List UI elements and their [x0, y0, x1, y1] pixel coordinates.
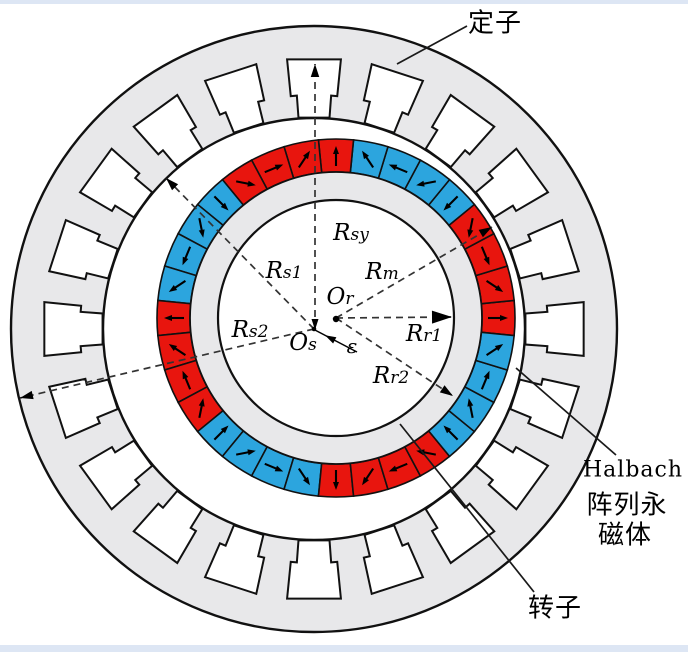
radius-label-rm: Rm: [365, 259, 399, 285]
magnetization-arrow-head: [500, 315, 508, 321]
magnetization-arrow-head: [303, 150, 310, 160]
magnetization-arrow-head: [388, 465, 398, 472]
magnetization-arrow-head: [303, 476, 310, 486]
stator-slot: [47, 377, 119, 440]
magnetization-arrow-head: [443, 202, 452, 211]
magnetization-arrow-head: [494, 285, 504, 292]
halbach-label-line2: 阵列永: [586, 490, 668, 521]
stator-slot: [362, 524, 425, 596]
radius-label-rs2: Rs2: [231, 317, 269, 343]
magnetization-arrow-head: [416, 180, 425, 187]
magnetization-arrow-head: [494, 344, 504, 351]
magnetization-arrow-head: [182, 370, 189, 380]
rsy-line-arrow: [310, 64, 320, 77]
stator-slot: [285, 539, 343, 600]
magnetization-arrow-head: [467, 229, 474, 238]
stator-slot: [43, 300, 104, 358]
magnetization-arrow-head: [168, 285, 178, 292]
stator-slot: [203, 62, 266, 134]
magnetization-arrow-head: [483, 370, 490, 380]
stator-slot: [474, 439, 550, 511]
rr2-line-arrow: [439, 385, 453, 396]
rotor-leader: [399, 423, 535, 593]
magnetization-arrow-head: [247, 180, 256, 187]
magnetization-arrow-head: [416, 449, 425, 456]
stator-slot: [203, 524, 266, 596]
stator-slot: [509, 218, 581, 281]
rotor-center-label: Or: [326, 284, 354, 310]
magnetization-arrow-head: [274, 465, 284, 472]
halbach-leader: [515, 367, 617, 456]
rs2-line: [19, 328, 315, 399]
magnetization-arrow-head: [362, 150, 369, 160]
stator-slot: [47, 218, 119, 281]
stator-label: 定子: [467, 8, 523, 39]
stator-slot: [78, 147, 154, 219]
rotor-label: 转子: [527, 593, 583, 624]
magnetization-arrow-head: [220, 202, 229, 211]
stator-slot: [78, 439, 154, 511]
stator-center-dot: [311, 326, 317, 332]
stator-slot: [474, 147, 550, 219]
stator-center-label: Os: [289, 330, 317, 356]
magnetization-arrow-head: [483, 256, 490, 266]
radius-label-rs1: Rs1: [265, 258, 303, 284]
magnetization-arrow-head: [247, 449, 256, 456]
rm-line: [335, 226, 493, 319]
magnetization-arrow-head: [182, 256, 189, 266]
radius-label-rr1: Rr1: [405, 321, 443, 347]
magnetization-arrow-head: [168, 344, 178, 351]
top-edge-strip: [0, 0, 688, 4]
magnetization-arrow-head: [362, 476, 369, 486]
stator-leader: [396, 25, 468, 65]
halbach-label-line1: Halbach: [582, 457, 684, 483]
magnetization-arrow-head: [198, 398, 205, 407]
rsy-line-start-arrow: [311, 319, 319, 330]
magnetization-arrow-head: [220, 425, 229, 434]
stator-slot: [285, 58, 343, 119]
eccentricity-label: ε: [346, 334, 358, 358]
stator-slot: [362, 62, 425, 134]
radius-label-rr2: Rr2: [372, 363, 410, 389]
magnetization-arrow-head: [443, 425, 452, 434]
magnetization-arrow-head: [333, 482, 339, 490]
rs1-line-arrow: [166, 178, 179, 191]
stator-slot: [424, 93, 496, 169]
stator-slot: [132, 93, 204, 169]
epsilon-arrow: [325, 335, 337, 344]
magnetization-arrow-head: [198, 229, 205, 238]
radius-label-rsy: Rsy: [333, 220, 369, 246]
rs2-line-arrow: [20, 390, 34, 400]
rr1-line-arrow: [431, 310, 452, 324]
magnetization-arrow-head: [274, 164, 284, 171]
epsilon-line: [312, 328, 358, 353]
halbach-label-line3: 磁体: [597, 520, 653, 551]
bottom-edge-strip: [0, 645, 688, 652]
magnetization-arrow-head: [467, 398, 474, 407]
stator-slot: [524, 300, 585, 358]
rm-line-arrow: [478, 227, 492, 238]
stator-slot: [132, 489, 204, 565]
magnetization-arrow-head: [333, 146, 339, 154]
magnetization-arrow-head: [388, 164, 398, 171]
magnetization-arrow-head: [164, 315, 172, 321]
rotor-center-dot: [332, 315, 340, 323]
stator-slot: [509, 377, 581, 440]
